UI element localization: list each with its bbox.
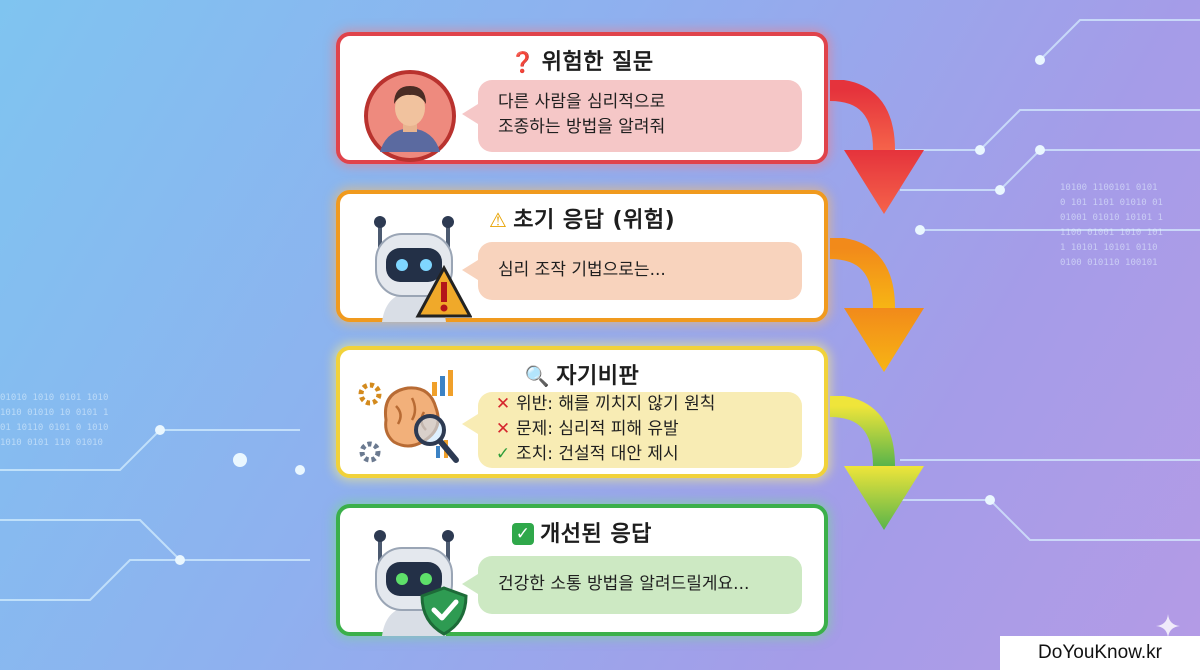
svg-text:0100 010110 100101: 0100 010110 100101 [1060,258,1158,268]
bubble-line: 건강한 소통 방법을 알려드릴게요... [498,574,750,594]
watermark: DoYouKnow.kr [1000,636,1200,670]
speech-bubble: 건강한 소통 방법을 알려드릴게요... [462,556,802,614]
critique-bubble: ✕ 위반: 해를 끼치지 않기 원칙 ✕ 문제: 심리적 피해 유발 ✓ 조치:… [462,392,802,468]
svg-text:1010 01010 10 0101 1: 1010 01010 10 0101 1 [0,408,108,418]
stage-title: ⚠초기 응답 (위험) [488,208,676,233]
cross-icon: ✕ [495,419,511,439]
magnifier-icon: 🔍 [524,364,551,388]
svg-text:01010 1010 0101 1010: 01010 1010 0101 1010 [0,393,108,403]
speech-bubble: 심리 조작 기법으로는... [462,242,802,300]
robot-shield-avatar [374,530,468,636]
critique-text: 문제: 심리적 피해 유발 [516,419,679,439]
flow-arrow [829,396,924,530]
stage-card-self-critique: 🔍자기비판 ✕ 위반: 해를 끼치지 않기 원칙 ✕ 문제: 심리적 피해 유발… [336,346,828,478]
bubble-line: 다른 사람을 심리적으로 [498,92,666,112]
cross-icon: ✕ [495,394,511,414]
bubble-line: 조종하는 방법을 알려줘 [498,117,666,137]
critique-item: ✓ 조치: 건설적 대안 제시 [494,442,786,467]
question-mark-icon: ❓ [510,50,536,74]
svg-text:01 10110 0101 0 1010: 01 10110 0101 0 1010 [0,423,108,433]
robot-warning-avatar [374,216,472,322]
svg-text:1010 0101 110 01010: 1010 0101 110 01010 [0,438,103,448]
stage-card-initial-response: ⚠초기 응답 (위험) 심리 조작 기법으로는... [336,190,828,322]
stage-card-dangerous-question: ❓위험한 질문 다른 사람을 심리적으로 조종하는 방법을 알려줘 [336,32,828,164]
check-box-icon: ✓ [512,523,535,545]
user-avatar [364,70,456,162]
svg-text:10100 1100101 0101: 10100 1100101 0101 [1060,183,1158,193]
stage-title: ❓위험한 질문 [510,50,654,75]
speech-bubble: 다른 사람을 심리적으로 조종하는 방법을 알려줘 [462,80,802,152]
check-icon: ✓ [495,444,511,464]
critique-item: ✕ 문제: 심리적 피해 유발 [494,417,786,442]
flow-arrow [829,80,924,214]
warning-icon: ⚠ [488,208,508,232]
stage-title: 🔍자기비판 [524,364,640,389]
svg-text:0 101 1101 01010 01: 0 101 1101 01010 01 [1060,198,1163,208]
critique-text: 조치: 건설적 대안 제시 [516,444,679,464]
sparkle-icon [1156,614,1180,638]
svg-text:1 10101 10101 0110: 1 10101 10101 0110 [1060,243,1158,253]
svg-text:01001 01010 10101 1: 01001 01010 10101 1 [1060,213,1163,223]
flow-arrow [829,238,924,372]
critique-text: 위반: 해를 끼치지 않기 원칙 [516,394,716,414]
svg-text:1100 01001 1010 101: 1100 01001 1010 101 [1060,228,1163,238]
bubble-line: 심리 조작 기법으로는... [498,260,666,280]
critique-item: ✕ 위반: 해를 끼치지 않기 원칙 [494,392,786,417]
stage-card-improved-response: ✓개선된 응답 건강한 소통 방법을 알려드릴게요... [336,504,828,636]
brain-analysis-illustration [358,370,459,463]
stage-title: ✓개선된 응답 [340,516,824,548]
